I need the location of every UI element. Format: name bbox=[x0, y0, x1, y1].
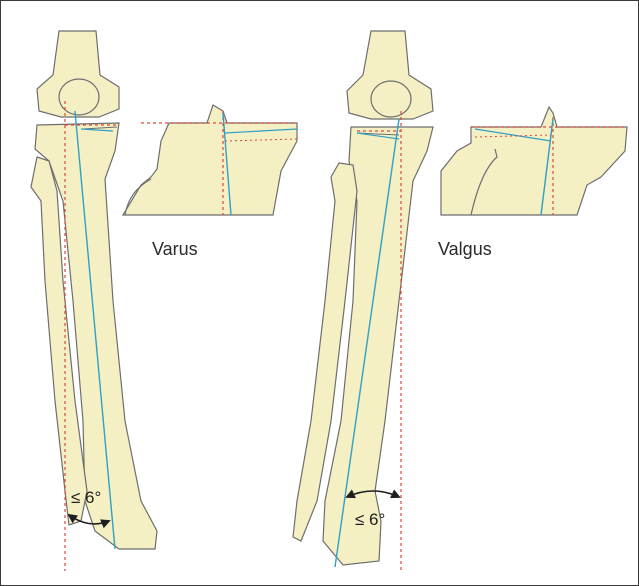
valgus-label: Valgus bbox=[438, 239, 492, 260]
varus-angle-label: ≤ 6° bbox=[71, 488, 101, 508]
valgus-leg bbox=[293, 31, 433, 571]
varus-inset bbox=[123, 105, 297, 215]
valgus-inset bbox=[441, 107, 627, 215]
valgus-patella bbox=[371, 81, 411, 117]
varus-label: Varus bbox=[152, 239, 198, 260]
valgus-angle-label: ≤ 6° bbox=[355, 510, 385, 530]
